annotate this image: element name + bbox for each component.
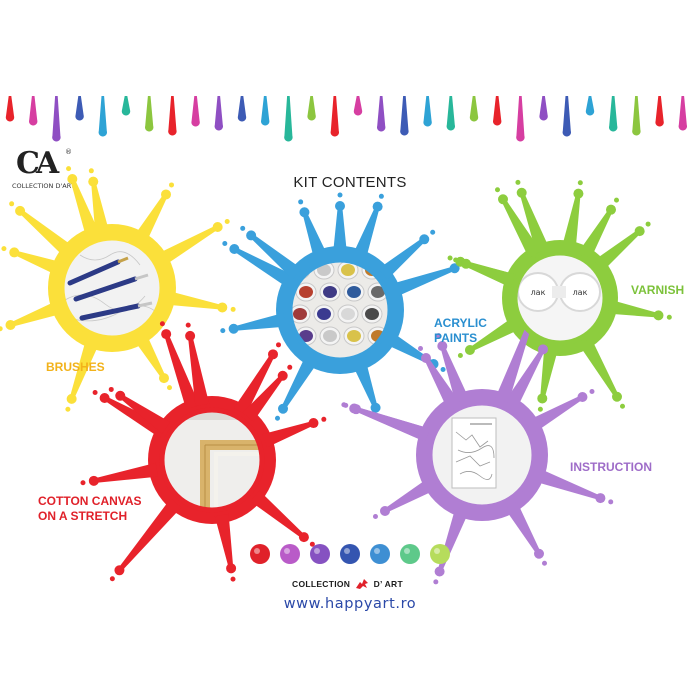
paint-drip — [632, 96, 641, 136]
paint-drip — [446, 96, 455, 131]
varnish-cap-label-left: лак — [531, 288, 546, 297]
paint-drip — [52, 96, 61, 142]
label-instruction: INSTRUCTION — [570, 460, 652, 474]
label-cotton-canvas-line-2: ON A STRETCH — [38, 509, 128, 523]
paint-drip — [121, 96, 131, 116]
paint-drip — [98, 96, 107, 137]
paint-drip — [353, 96, 363, 116]
varnish-photo: лак лак — [515, 253, 605, 343]
instruction-photo — [430, 403, 534, 507]
footer-brand-first: COLLECTION — [292, 579, 351, 589]
color-swatch — [250, 544, 270, 564]
label-varnish: VARNISH — [631, 283, 685, 297]
paint-drip — [191, 96, 200, 127]
canvas-photo — [162, 410, 262, 510]
paint-drip — [562, 96, 571, 137]
paint-drip — [423, 96, 432, 127]
brand-logo: CA ® COLLECTION D'ART — [12, 148, 78, 194]
footer-brand-second: D’ ART — [373, 579, 403, 589]
logo-text: COLLECTION D'ART — [12, 182, 75, 190]
label-acrylic-paints-line-2: PAINTS — [434, 331, 478, 345]
color-swatches — [250, 544, 450, 564]
paint-drip — [678, 96, 687, 131]
paint-drip — [377, 96, 386, 132]
paint-drips-border — [5, 96, 687, 142]
paint-drip — [330, 96, 339, 137]
instruction-ring — [427, 400, 537, 510]
varnish-cap-label-right: лак — [573, 288, 588, 297]
color-swatch — [280, 544, 300, 564]
paint-drip — [5, 96, 15, 122]
paint-drip — [539, 96, 548, 121]
paint-drip — [261, 96, 270, 126]
paint-drip — [29, 96, 38, 126]
paint-drip — [585, 96, 595, 116]
paint-drip — [214, 96, 223, 131]
website-url: www.happyart.ro — [283, 596, 417, 612]
paint-drip — [516, 96, 525, 142]
color-swatch — [430, 544, 450, 564]
paint-drip — [284, 96, 293, 142]
footer-brand: COLLECTION D’ ART — [292, 578, 442, 590]
page-title: KIT CONTENTS — [293, 174, 407, 191]
paint-drip — [75, 96, 84, 121]
varnish-ring — [512, 250, 608, 346]
label-cotton-canvas-line-1: COTTON CANVAS — [38, 494, 142, 508]
color-swatch — [400, 544, 420, 564]
brushes-ring — [59, 235, 165, 341]
paint-drip — [145, 96, 154, 132]
paint-drip — [493, 96, 502, 126]
registered-mark: ® — [65, 148, 72, 156]
paint-drip — [168, 96, 177, 136]
paint-drip — [237, 96, 247, 122]
label-brushes: BRUSHES — [46, 360, 105, 374]
logo-mark: CA — [16, 146, 59, 181]
color-swatch — [370, 544, 390, 564]
color-swatch — [310, 544, 330, 564]
label-acrylic-paints: ACRYLIC PAINTS — [434, 316, 487, 346]
paints-ring — [287, 257, 393, 363]
dragon-icon — [355, 579, 368, 589]
color-swatch — [340, 544, 360, 564]
paint-drip — [307, 96, 316, 121]
paint-drip — [655, 96, 664, 127]
paint-drip — [469, 96, 479, 122]
paint-drip — [609, 96, 618, 132]
brushes-photo — [62, 238, 162, 338]
label-acrylic-paints-line-1: ACRYLIC — [434, 316, 487, 330]
paint-drip — [400, 96, 409, 136]
label-cotton-canvas: COTTON CANVAS ON A STRETCH — [38, 494, 142, 524]
canvas-ring — [159, 407, 265, 513]
